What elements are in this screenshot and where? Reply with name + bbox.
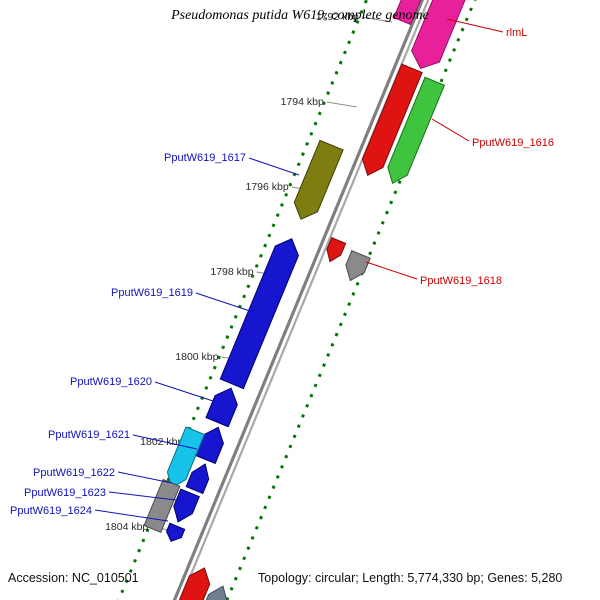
gene-label-PputW619_1619[interactable]: PputW619_1619	[111, 287, 193, 299]
gene-PputW619_1619[interactable]	[219, 238, 299, 390]
callout-line-PputW619_1617	[248, 157, 300, 176]
gene-PputW619_1620[interactable]	[205, 387, 238, 428]
callout-line-PputW619_1620	[154, 381, 214, 402]
callout-line-PputW619_1621	[132, 434, 198, 450]
callout-line-PputW619_1623	[108, 491, 185, 502]
callout-line-rlmL	[446, 18, 504, 33]
position-tick-1804kbp: 1804 kbp	[105, 521, 148, 533]
gene-PputW619_1617[interactable]	[293, 139, 344, 220]
position-tick-1800kbp: 1800 kbp	[175, 351, 218, 363]
gene-PputW619_1616[interactable]	[387, 76, 446, 185]
gene-small-blue-orf[interactable]	[165, 522, 186, 542]
gene-PputW619_1624[interactable]	[173, 488, 200, 523]
gene-rlmL[interactable]	[411, 0, 466, 70]
callout-line-PputW619_1622	[117, 471, 173, 484]
gene-PputW619_1623[interactable]	[185, 463, 210, 495]
gene-PputW619_1622[interactable]	[166, 426, 206, 489]
callout-line-PputW619_1619	[195, 292, 254, 313]
callout-line-PputW619_1624	[94, 509, 169, 522]
gc-dotted-curve-1	[225, 0, 477, 600]
genome-title: Pseudomonas putida W619, complete genome	[171, 8, 429, 23]
gene-PputW619_1618[interactable]	[345, 250, 371, 282]
gene-rlmL-upper-segment[interactable]	[393, 0, 427, 26]
gene-label-rlmL[interactable]: rlmL	[506, 27, 527, 39]
gene-label-PputW619_1624[interactable]: PputW619_1624	[10, 505, 92, 517]
gene-PputW619_1621[interactable]	[194, 426, 224, 465]
gene-label-PputW619_1622[interactable]: PputW619_1622	[33, 467, 115, 479]
tick-line-1794kbp	[326, 101, 357, 108]
position-tick-1798kbp: 1798 kbp	[210, 266, 253, 278]
gene-small-red-orf[interactable]	[326, 237, 347, 263]
gene-label-PputW619_1621[interactable]: PputW619_1621	[48, 429, 130, 441]
genome-backbone-strand-1	[172, 0, 425, 600]
position-tick-1794kbp: 1794 kbp	[281, 96, 324, 108]
gene-label-PputW619_1617[interactable]: PputW619_1617	[164, 152, 246, 164]
gene-label-PputW619_1620[interactable]: PputW619_1620	[70, 376, 152, 388]
genome-summary-text: Topology: circular; Length: 5,774,330 bp…	[258, 571, 563, 585]
gene-bottom-gray-gene[interactable]	[197, 585, 228, 600]
gene-label-PputW619_1618[interactable]: PputW619_1618	[420, 275, 502, 287]
gene-bottom-red-gene[interactable]	[174, 567, 211, 600]
callout-line-PputW619_1618	[365, 261, 418, 280]
position-tick-1796kbp: 1796 kbp	[245, 181, 288, 193]
tick-line-1792kbp	[361, 16, 392, 23]
gene-red-inner-1616-region[interactable]	[361, 63, 423, 177]
callout-line-PputW619_1616	[431, 118, 470, 142]
accession-text: Accession: NC_010501	[8, 571, 139, 585]
gene-label-PputW619_1623[interactable]: PputW619_1623	[24, 487, 106, 499]
position-tick-1792kbp: 1792 kbp	[316, 11, 359, 23]
gene-label-PputW619_1616[interactable]: PputW619_1616	[472, 137, 554, 149]
